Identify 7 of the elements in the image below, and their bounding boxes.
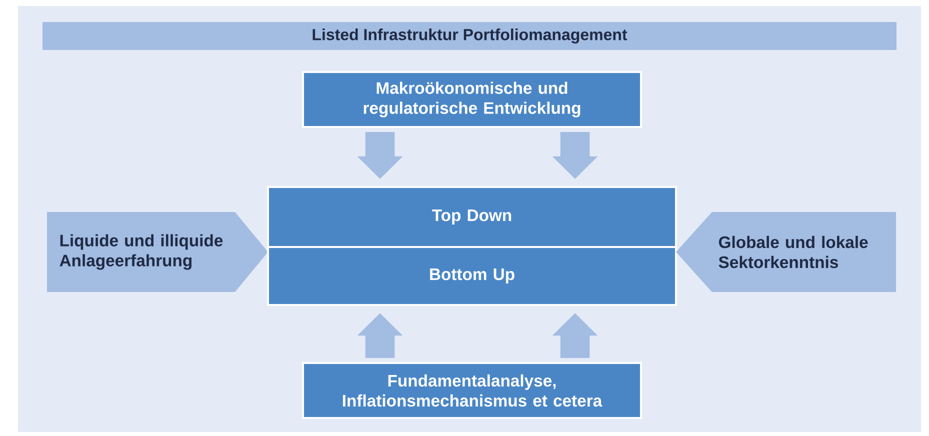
process-box: Bottom Up	[267, 246, 677, 306]
pentagon-arrow-box: Liquide und illiquide Anlageerfahrung	[47, 212, 268, 292]
process-box: Fundamentalanalyse, Inflationsmechanismus et cetera	[302, 362, 642, 419]
process-box: Makroökonomische und regulatorische Entwicklung	[302, 71, 642, 128]
process-box: Top Down	[267, 186, 677, 248]
pentagon-arrow-box: Globale und lokale Sektorkenntnis	[676, 212, 896, 292]
title-band: Listed Infrastruktur Portfoliomanagement	[42, 22, 896, 50]
